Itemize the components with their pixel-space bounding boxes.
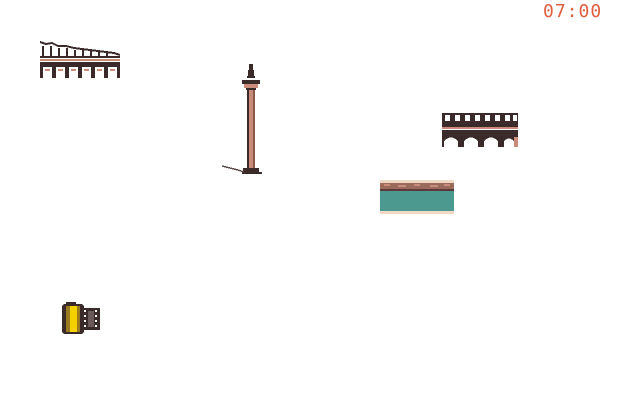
colosseum-facade[interactable] [40,40,122,78]
arched-bridge[interactable] [442,113,520,149]
canal-water-tile[interactable] [380,180,456,218]
clock-display: 07:00 [543,1,603,22]
column-with-statue[interactable] [220,62,266,178]
film-roll[interactable] [62,302,102,336]
